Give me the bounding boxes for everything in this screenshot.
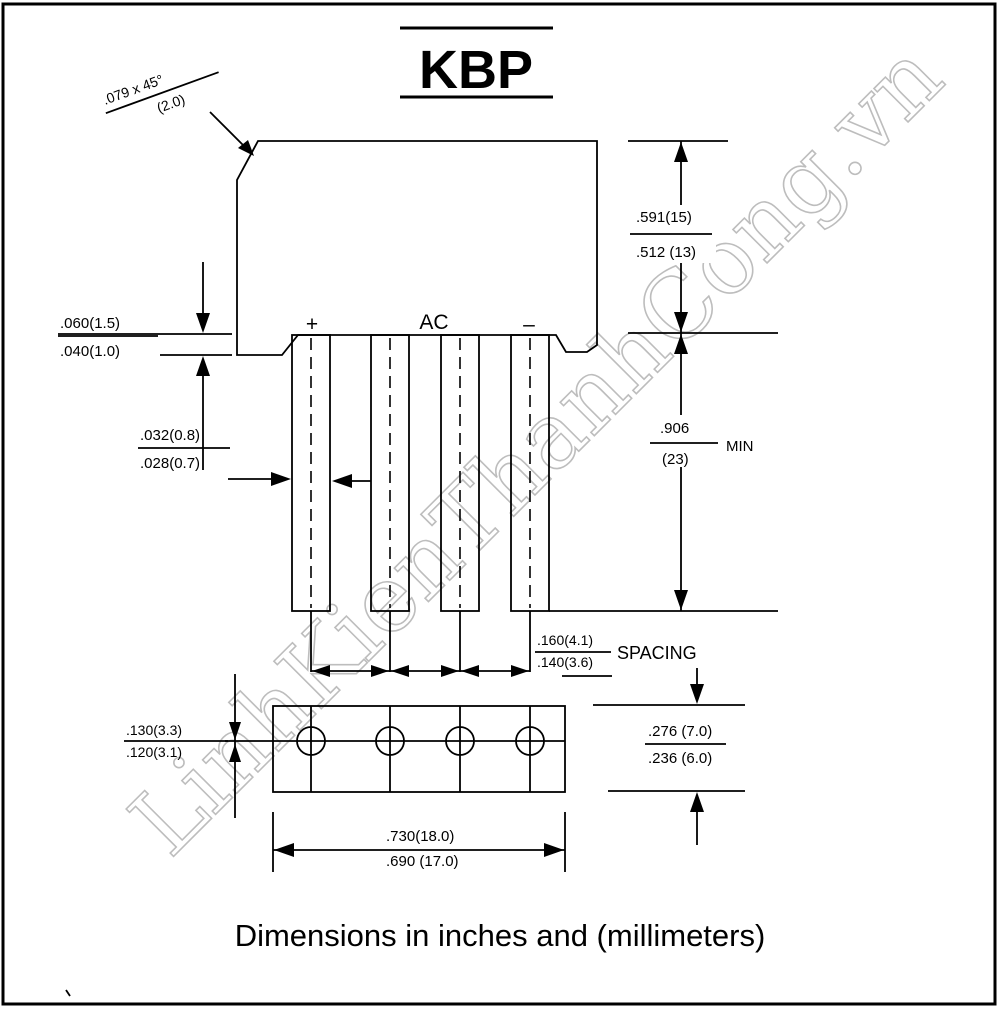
- body-height-min: .512 (13): [636, 244, 696, 261]
- body-height-arrow-top: [674, 142, 688, 162]
- length-arrow-right: [544, 843, 564, 857]
- lead-length-arrow-top: [674, 334, 688, 354]
- thickness-min: .236 (6.0): [648, 750, 712, 767]
- spacing-arrow-3: [391, 665, 409, 677]
- package-bottom-view: [225, 705, 566, 793]
- lead-length-max: .906: [660, 420, 689, 437]
- spacing-min: .140(3.6): [537, 654, 593, 670]
- spacing-arrow-1: [312, 665, 330, 677]
- chamfer-callout: .079 x 45° (2.0): [101, 71, 254, 156]
- seat-height-dimension: .060(1.5) .040(1.0): [58, 262, 232, 470]
- lead-width-min: .028(0.7): [140, 455, 200, 472]
- spacing-arrow-5: [461, 665, 479, 677]
- thickness-max: .276 (7.0): [648, 723, 712, 740]
- pin-hole-3: [445, 726, 475, 756]
- scan-speck: [65, 989, 71, 997]
- spacing-arrow-6: [511, 665, 529, 677]
- body-thickness-dimension: .276 (7.0) .236 (6.0): [593, 668, 745, 845]
- chamfer-mm-label: (2.0): [155, 91, 188, 116]
- pin-hole-4: [515, 726, 545, 756]
- spacing-arrow-2: [371, 665, 389, 677]
- package-body-front: [236, 140, 598, 356]
- seat-height-min: .040(1.0): [60, 343, 120, 360]
- chamfer-arrowhead: [238, 140, 254, 156]
- length-arrow-left: [274, 843, 294, 857]
- watermark: LinhKienThanhCong.vn: [109, 22, 964, 877]
- lead-width-dimension: .032(0.8) .028(0.7): [138, 427, 371, 488]
- thickness-arrow-top: [690, 684, 704, 704]
- lead-length-arrow-bottom: [674, 590, 688, 610]
- diagram-title: KBP: [419, 40, 533, 100]
- seat-height-max: .060(1.5): [60, 315, 120, 332]
- lead-length-min: (23): [662, 451, 689, 468]
- spacing-arrow-4: [441, 665, 459, 677]
- lead-width-max: .032(0.8): [140, 427, 200, 444]
- pin-hole-1: [296, 726, 326, 756]
- pin-offset-max: .130(3.3): [126, 722, 182, 738]
- title-block: KBP: [400, 26, 553, 100]
- body-length-dimension: .730(18.0) .690 (17.0): [272, 812, 566, 872]
- pin-offset-min: .120(3.1): [126, 744, 182, 760]
- pin-minus-label: –: [523, 313, 535, 336]
- package-body-bottom: [272, 705, 566, 793]
- thickness-arrow-bottom: [690, 792, 704, 812]
- body-height-arrow-bottom: [674, 312, 688, 332]
- pin-plus-label: +: [306, 313, 318, 336]
- chamfer-fraction-line: [105, 71, 219, 115]
- watermark-text: LinhKienThanhCong.vn: [110, 23, 963, 876]
- body-height-max: .591(15): [636, 209, 692, 226]
- pin-offset-arrow-top: [229, 722, 241, 740]
- dimensions-caption: Dimensions in inches and (millimeters): [235, 918, 766, 953]
- spacing-dimension: .160(4.1) .140(3.6) SPACING: [310, 611, 697, 677]
- lead-width-arrow-left: [271, 472, 291, 486]
- chamfer-leader-line: [209, 111, 247, 149]
- seat-height-arrow-top: [196, 313, 210, 333]
- length-min: .690 (17.0): [386, 853, 459, 870]
- lead-width-arrow-right: [332, 474, 352, 488]
- body-height-dimension: .591(15) .512 (13): [628, 140, 778, 334]
- pin-offset-arrow-bottom: [229, 744, 241, 762]
- seat-height-arrow-bottom: [196, 356, 210, 376]
- lead-length-label-bg: [640, 415, 722, 467]
- pin-offset-dimension: .130(3.3) .120(3.1): [124, 674, 241, 818]
- length-max: .730(18.0): [386, 828, 454, 845]
- lead-length-dimension: .906 (23) MIN: [549, 333, 778, 612]
- spacing-max: .160(4.1): [537, 632, 593, 648]
- spacing-label: SPACING: [617, 643, 697, 663]
- pin-ac-label: AC: [419, 311, 448, 334]
- lead-length-suffix: MIN: [726, 438, 754, 455]
- pin-hole-2: [375, 726, 405, 756]
- pin-labels: + AC –: [306, 311, 535, 336]
